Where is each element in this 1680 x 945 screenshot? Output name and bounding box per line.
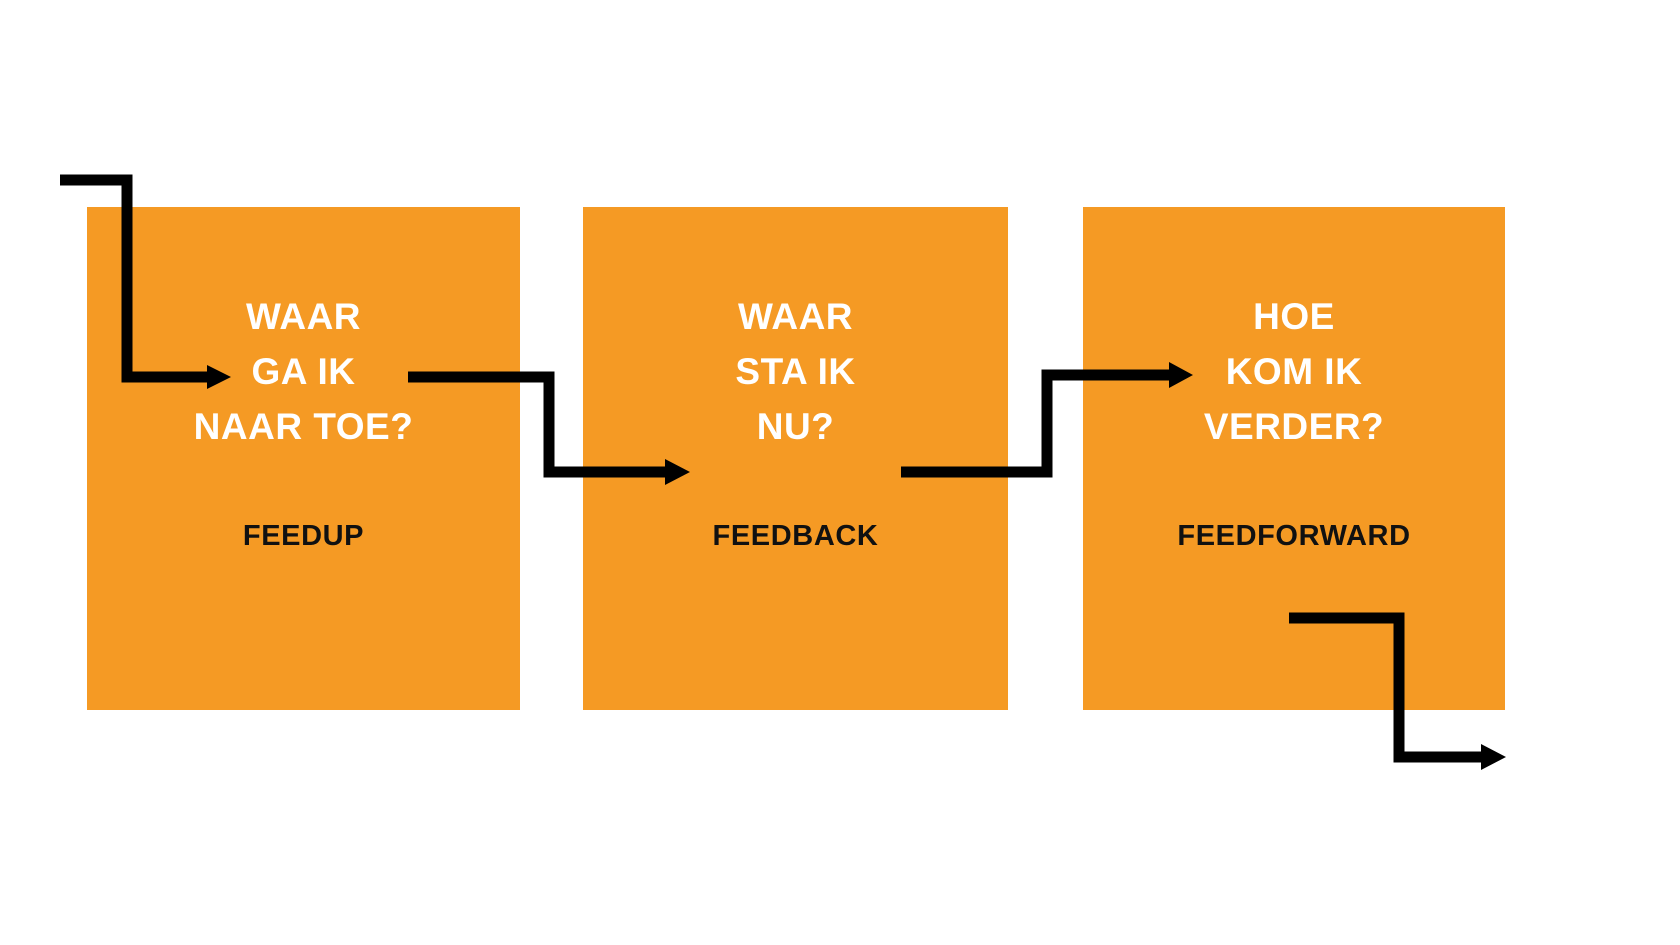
- stage-question-feedup: WAAR GA IK NAAR TOE?: [193, 296, 414, 447]
- stage-box-feedup[interactable]: WAAR GA IK NAAR TOE? FEEDUP: [87, 207, 520, 710]
- stage-box-feedforward[interactable]: HOE KOM IK VERDER? FEEDFORWARD: [1083, 207, 1505, 710]
- stage-label-feedback: FEEDBACK: [712, 520, 879, 552]
- stage-label-feedup: FEEDUP: [242, 520, 365, 552]
- stage-box-feedback[interactable]: WAAR STA IK NU? FEEDBACK: [583, 207, 1008, 710]
- stage-question-feedback: WAAR STA IK NU?: [735, 296, 856, 447]
- stage-label-feedforward: FEEDFORWARD: [1177, 520, 1411, 552]
- stage-question-feedforward: HOE KOM IK VERDER?: [1203, 296, 1385, 447]
